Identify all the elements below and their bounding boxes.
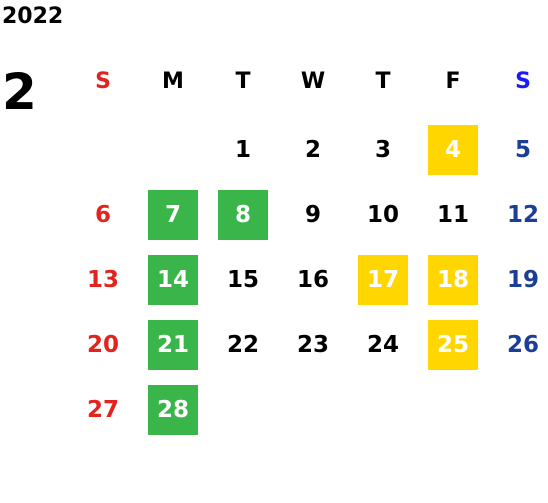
day-cell-7[interactable]: 7 bbox=[148, 190, 198, 240]
day-cell-12[interactable]: 12 bbox=[506, 202, 539, 228]
weekday-header-wednesday: W bbox=[300, 69, 326, 94]
weekday-header-friday: F bbox=[445, 69, 461, 94]
day-cell-13[interactable]: 13 bbox=[86, 267, 119, 293]
day-cell-9[interactable]: 9 bbox=[304, 202, 321, 228]
weekday-header-thursday: T bbox=[375, 69, 391, 94]
day-cell-3[interactable]: 3 bbox=[374, 137, 391, 163]
day-cell-17[interactable]: 17 bbox=[358, 255, 408, 305]
weekday-header-sunday: S bbox=[95, 69, 111, 94]
day-cell-26[interactable]: 26 bbox=[506, 332, 539, 358]
day-cell-22[interactable]: 22 bbox=[226, 332, 259, 358]
day-cell-24[interactable]: 24 bbox=[366, 332, 399, 358]
day-cell-27[interactable]: 27 bbox=[86, 397, 119, 423]
day-cell-10[interactable]: 10 bbox=[366, 202, 399, 228]
day-cell-21[interactable]: 21 bbox=[148, 320, 198, 370]
day-cell-23[interactable]: 23 bbox=[296, 332, 329, 358]
weekday-header-monday: M bbox=[162, 69, 184, 94]
day-cell-16[interactable]: 16 bbox=[296, 267, 329, 293]
day-cell-8[interactable]: 8 bbox=[218, 190, 268, 240]
year-label: 2022 bbox=[2, 4, 64, 29]
day-cell-11[interactable]: 11 bbox=[436, 202, 469, 228]
day-cell-1[interactable]: 1 bbox=[234, 137, 251, 163]
day-cell-6[interactable]: 6 bbox=[94, 202, 111, 228]
day-cell-5[interactable]: 5 bbox=[514, 137, 531, 163]
day-cell-2[interactable]: 2 bbox=[304, 137, 321, 163]
day-cell-28[interactable]: 28 bbox=[148, 385, 198, 435]
day-cell-18[interactable]: 18 bbox=[428, 255, 478, 305]
weekday-header-tuesday: T bbox=[235, 69, 251, 94]
day-cell-25[interactable]: 25 bbox=[428, 320, 478, 370]
day-cell-19[interactable]: 19 bbox=[506, 267, 539, 293]
day-cell-4[interactable]: 4 bbox=[428, 125, 478, 175]
day-cell-20[interactable]: 20 bbox=[86, 332, 119, 358]
month-label: 2 bbox=[2, 63, 37, 121]
day-cell-15[interactable]: 15 bbox=[226, 267, 259, 293]
weekday-header-saturday: S bbox=[515, 69, 531, 94]
weekday-header-row: S M T W T F S bbox=[68, 62, 548, 102]
day-cell-14[interactable]: 14 bbox=[148, 255, 198, 305]
